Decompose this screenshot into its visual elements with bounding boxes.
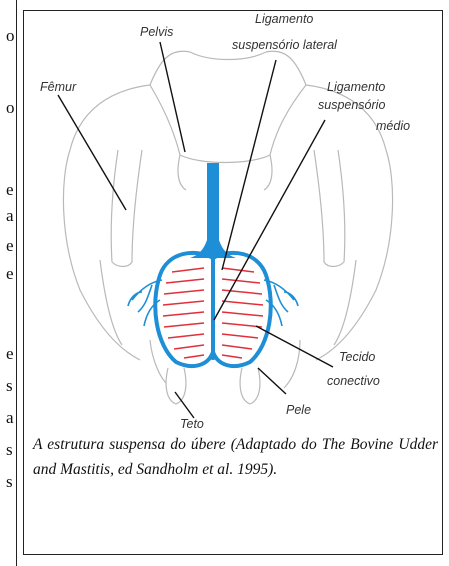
left-page-text-fragment: o o e a e e e s a s s: [0, 0, 16, 566]
left-thigh-outline: [70, 51, 190, 150]
right-hip-outline: [316, 150, 393, 360]
left-hip-outline: [63, 150, 140, 360]
label-lig-lateral-2: suspensório lateral: [232, 38, 338, 52]
left-teat: [166, 368, 186, 404]
label-teto: Teto: [180, 417, 204, 431]
pele-pointer: [258, 368, 286, 394]
label-lig-medio-3: médio: [376, 119, 410, 133]
page-glyph: o: [6, 98, 15, 118]
right-leg-outline: [334, 260, 356, 345]
page-glyph: s: [6, 472, 13, 492]
page-glyph: a: [6, 408, 14, 428]
label-lig-lateral-1: Ligamento: [255, 12, 313, 26]
femur-pointer: [58, 95, 126, 210]
udder-diagram: Pelvis Fêmur Ligamento suspensório later…: [24, 11, 442, 431]
skin-right-outline: [284, 340, 300, 388]
label-femur: Fêmur: [40, 80, 77, 94]
page-glyph: e: [6, 236, 14, 256]
right-teat: [240, 368, 260, 404]
pelvis-top-outline: [190, 52, 266, 60]
right-femur-outline: [314, 150, 345, 267]
pelvis-outline: [150, 85, 306, 163]
page-glyph: e: [6, 344, 14, 364]
lateral-ligament-pointer: [222, 60, 276, 270]
pelvis-pointer: [160, 42, 185, 152]
label-tecido-2: conectivo: [327, 374, 380, 388]
label-lig-medio-2: suspensório: [318, 98, 385, 112]
page-glyph: a: [6, 206, 14, 226]
pelvis-floor-outline: [178, 155, 272, 190]
label-tecido-1: Tecido: [339, 350, 375, 364]
figure-caption: A estrutura suspensa do úbere (Adaptado …: [33, 432, 438, 482]
page-glyph: s: [6, 440, 13, 460]
label-pelvis: Pelvis: [140, 25, 173, 39]
label-lig-medio-1: Ligamento: [327, 80, 385, 94]
page-glyph: o: [6, 26, 15, 46]
left-femur-outline: [111, 150, 142, 267]
column-divider: [16, 0, 17, 566]
page-glyph: e: [6, 180, 14, 200]
teto-pointer: [175, 392, 194, 418]
page-glyph: s: [6, 376, 13, 396]
tecido-pointer: [256, 326, 333, 367]
left-leg-outline: [100, 260, 122, 345]
page-glyph: e: [6, 264, 14, 284]
label-pele: Pele: [286, 403, 311, 417]
median-ligament-stem: [207, 163, 219, 249]
